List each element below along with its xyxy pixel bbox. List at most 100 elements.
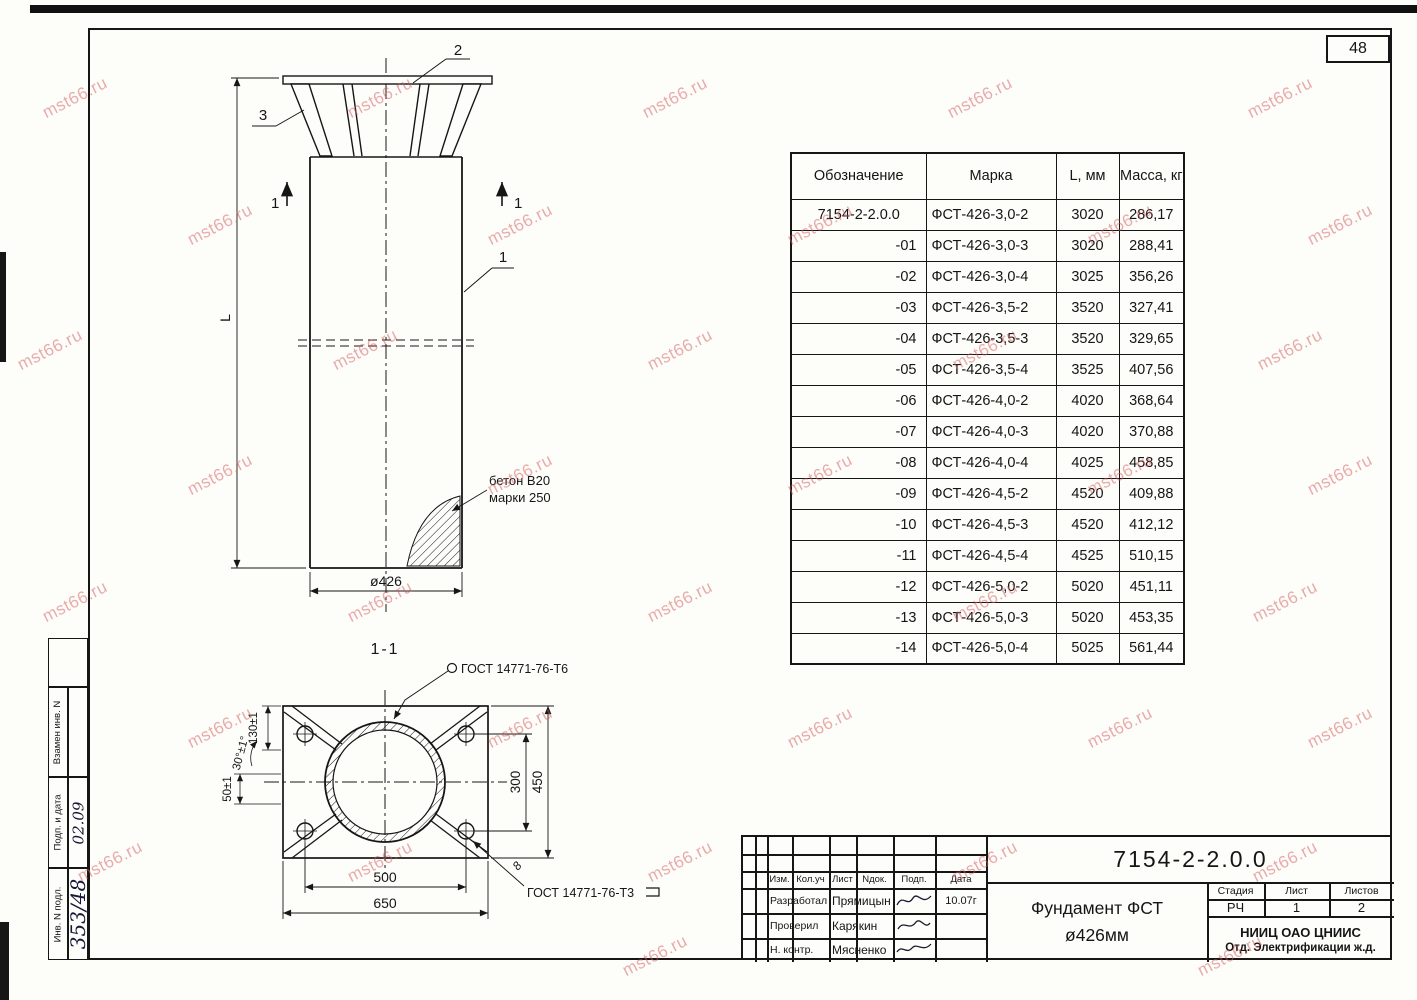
sheet-number: 48 [1349,40,1367,57]
callout-pipe: 1 [463,249,514,293]
col-header-designation: Обозначение [790,152,927,200]
signature-squiggle [896,894,932,905]
col-header-mass: Масса, кг [1118,152,1185,200]
dim-bolt-y-label: 300 [508,771,523,794]
cell-mark: ФСТ-426-3,5-2 [925,291,1057,324]
stamp-line [743,913,987,915]
pipe-inner-circle [332,729,438,835]
cell-mark: ФСТ-426-3,5-3 [925,322,1057,355]
cell-mass: 510,15 [1118,539,1185,572]
cell-mass: 368,64 [1118,384,1185,417]
cell-mass: 409,88 [1118,477,1185,510]
stage-label: Стадия [1217,884,1254,897]
cell-mark: ФСТ-426-3,0-4 [925,260,1057,293]
cell-mass: 370,88 [1118,415,1185,448]
cell-designation: -03 [790,291,927,324]
weld-symbol [646,887,660,897]
sheet-label: Лист [1285,884,1308,897]
cell-length: 3525 [1055,353,1120,386]
handwritten-date: 02.09 [69,801,88,844]
margin-label-text: Подп. и дата [52,794,64,851]
drawing-title-line2: ø426мм [1065,925,1129,945]
concrete-hatch [406,495,461,567]
cell-designation: -10 [790,508,927,541]
spec-table: Обозначение Марка L, мм Масса, кг 7154-2… [790,152,1185,665]
cell-mass: 329,65 [1118,322,1185,355]
handwritten-inventory-number: 353/48 [66,878,90,950]
cell-length: 3020 [1055,229,1120,262]
name-developed: Прямицын [832,893,891,908]
signature-developed [893,888,935,913]
dim-plate-x-label: 650 [373,895,397,911]
cell-length: 5025 [1055,632,1120,665]
signature-checked [893,913,935,938]
base-plate [282,705,489,859]
stamp-line [987,882,1394,884]
name-norm-control: Мясненко [832,943,887,957]
stamp-line [935,837,937,962]
drawing-title-line1: Фундамент ФСТ [1030,898,1164,918]
stage-value: РЧ [1226,900,1245,915]
dim-50-label: 50±1 [222,776,234,802]
sheets-label: Листов [1344,884,1379,897]
weld-note-bottom-label: ГОСТ 14771-76-Т3 [527,886,634,900]
cell-length: 4025 [1055,446,1120,479]
col-koluch: Кол.уч [796,874,825,885]
dim-130: 130±1 [248,705,281,751]
margin-label-text: Взамен инв. N [52,700,64,764]
dim-bolt-x-label: 500 [373,869,397,885]
callout-fin: 3 [252,107,305,127]
cell-designation: -02 [790,260,927,293]
section-mark-left: 1 [271,182,294,212]
signature-squiggle [897,919,931,929]
dim-diameter: ø426 [309,572,463,597]
fin-left-inner-edge [342,83,355,157]
stamp-line [829,837,831,962]
col-izm: Изм. [769,874,790,885]
cell-designation: -14 [790,632,927,665]
cell-length: 4520 [1055,477,1120,510]
elevation-view: L 1 1 2 3 1 [217,42,551,612]
stamp-line [856,837,858,962]
margin-label-vzamen: Взамен инв. N [48,687,68,777]
cell-mark: ФСТ-426-4,0-3 [925,415,1057,448]
dim-50: 50±1 [222,773,281,805]
cell-designation: -08 [790,446,927,479]
dim-length: L [217,77,306,569]
margin-label-text: Инв. N подл. [52,886,64,942]
col-data: Дата [950,874,972,885]
callout-plate: 2 [412,42,470,84]
dim-length-label: L [217,314,233,322]
dim-bolt-y: 300 [475,733,532,832]
margin-value-inv: 353/48 [66,868,90,960]
cell-length: 4020 [1055,384,1120,417]
margin-box-empty [48,638,88,687]
section-view: 1-1 [222,641,660,919]
cell-mark: ФСТ-426-4,0-2 [925,384,1057,417]
cell-length: 5020 [1055,601,1120,634]
dim-plate-x: 650 [282,861,489,919]
dim-plate-y: 450 [491,705,554,859]
cell-mark: ФСТ-426-5,0-3 [925,601,1057,634]
dim-plate-y-label: 450 [530,771,545,794]
date-developed: 10.07г [945,894,977,907]
cell-mass: 407,56 [1118,353,1185,386]
weld-size-label: 8 [510,859,525,873]
cell-mark: ФСТ-426-5,0-2 [925,570,1057,603]
dim-diameter-label: ø426 [370,573,402,589]
cell-mark: ФСТ-426-4,0-4 [925,446,1057,479]
role-developed: Разработал [770,894,828,907]
margin-value-date: 02.09 [68,777,88,868]
stamp-line [743,871,987,873]
stamp-line [743,888,987,890]
name-checked: Карякин [832,918,878,933]
weld-note-top-label: ГОСТ 14771-76-Т6 [461,662,568,676]
weld-note-bottom: ГОСТ 14771-76-Т3 8 [472,840,660,900]
cell-mark: ФСТ-426-5,0-4 [925,632,1057,665]
